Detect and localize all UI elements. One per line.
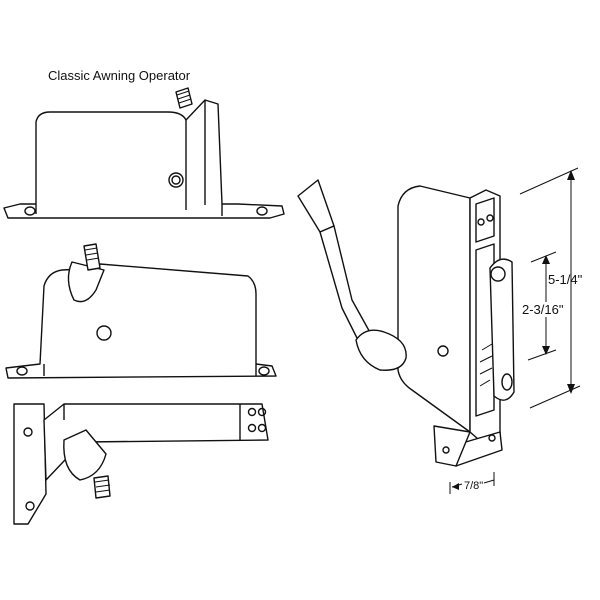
side-view-middle — [5, 243, 277, 379]
dimension-width: 7/8" — [464, 480, 484, 492]
dimension-hole-spacing: 2-3/16" — [522, 302, 564, 317]
operator-perspective-view — [297, 179, 515, 467]
diagram-title: Classic Awning Operator — [48, 68, 191, 83]
side-view-top — [3, 87, 285, 219]
top-view-bottom — [13, 403, 269, 525]
dimension-overall-height: 5-1/4" — [548, 272, 583, 287]
